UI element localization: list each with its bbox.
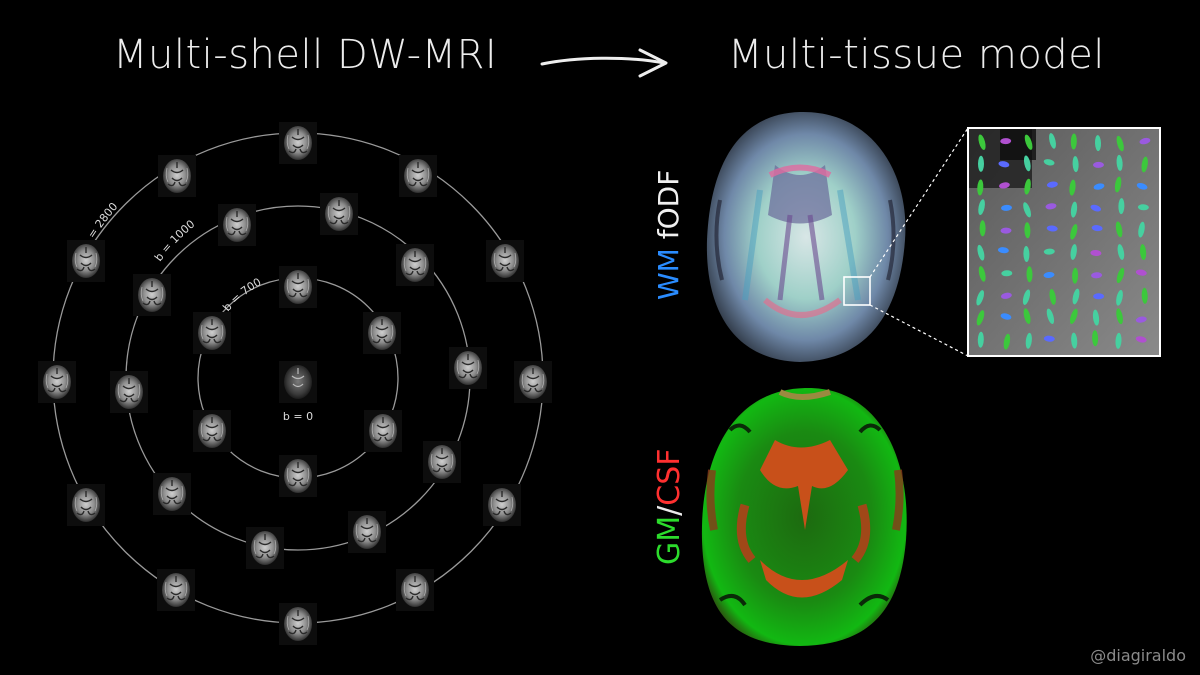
fodf-glyph: [1140, 244, 1147, 261]
fodf-glyph: [1072, 156, 1079, 173]
fodf-glyph: [1023, 246, 1030, 262]
title-multi-tissue: Multi-tissue model: [728, 32, 1105, 78]
watermark: @diagiraldo: [1090, 646, 1186, 665]
fodf-glyph: [1093, 183, 1105, 190]
fodf-glyph: [1024, 178, 1031, 195]
shell-label-0: b = 0: [283, 410, 313, 423]
fodf-glyph: [1000, 292, 1012, 299]
fodf-glyph: [976, 290, 985, 306]
fodf-glyph: [1046, 181, 1058, 188]
fodf-glyph: [1072, 288, 1080, 305]
fodf-glyph: [979, 220, 986, 237]
fodf-glyph: [1091, 225, 1103, 232]
fodf-glyph: [1090, 249, 1102, 257]
fodf-glyph: [1023, 155, 1031, 172]
fodf-zoom-inset: [967, 127, 1161, 357]
shell-diagram: b = 2800 b = 1000 b = 700 b = 0: [37, 121, 553, 646]
fodf-glyph: [1023, 202, 1032, 218]
fodf-glyph: [1116, 267, 1125, 284]
fodf-glyph: [1001, 204, 1012, 211]
fodf-glyph: [1045, 203, 1057, 210]
fodf-glyph: [1135, 316, 1147, 323]
fodf-glyph: [1003, 333, 1011, 350]
fodf-glyph: [978, 134, 986, 150]
fodf-glyph: [1025, 332, 1032, 349]
fodf-glyph: [1043, 248, 1055, 255]
fodf-glyph: [1116, 308, 1123, 325]
fodf-glyph: [1141, 287, 1148, 304]
fodf-glyph: [1024, 134, 1033, 150]
fodf-glyph: [1135, 336, 1147, 343]
gm-csf-brain: [701, 387, 907, 646]
fodf-glyph: [1091, 272, 1103, 279]
fodf-glyph: [976, 310, 985, 326]
gm-text: GM: [652, 515, 687, 565]
fodf-glyph: [1000, 227, 1012, 234]
fodf-glyph: [1090, 204, 1102, 212]
fodf-glyph: [1092, 330, 1099, 347]
fodf-glyph: [1092, 309, 1100, 326]
fodf-glyph: [1024, 222, 1031, 239]
fodf-glyph: [1026, 266, 1033, 283]
csf-text: CSF: [652, 448, 687, 506]
fodf-glyph: [1070, 244, 1077, 260]
slash-text: /: [652, 505, 687, 516]
fodf-glyph: [1072, 267, 1079, 284]
fodf-glyph: [1043, 271, 1055, 279]
fodf-glyph: [1000, 138, 1012, 145]
fodf-glyphs: [976, 133, 1151, 350]
fodf-glyph: [1070, 201, 1078, 218]
fodf-glyph: [1139, 137, 1151, 145]
fodf-glyph: [1141, 156, 1148, 173]
fodf-glyph: [1118, 198, 1125, 215]
fodf-glyph: [977, 331, 984, 348]
fodf-glyph: [977, 179, 984, 196]
fodf-glyph: [1117, 244, 1125, 260]
fodf-glyph: [1137, 204, 1149, 211]
fodf-glyph: [1136, 182, 1148, 190]
fodf-glyph: [1093, 161, 1104, 168]
fodf-glyph: [1115, 332, 1122, 349]
fodf-glyph: [1049, 288, 1056, 305]
fodf-glyph: [1071, 332, 1078, 349]
fodf-glyph: [1069, 308, 1078, 324]
fodf-glyph: [1022, 289, 1031, 305]
fodf-glyph: [998, 161, 1010, 168]
fodf-glyph: [1043, 335, 1055, 342]
wm-fodf-brain: [706, 111, 906, 363]
fodf-glyph: [1070, 224, 1078, 240]
fodf-glyph: [998, 182, 1010, 189]
gm-csf-label: GM/CSF: [652, 449, 687, 566]
fodf-glyph: [977, 244, 985, 261]
fodf-glyph: [1000, 313, 1012, 320]
fodf-glyph: [1043, 159, 1055, 166]
fodf-glyph: [1049, 133, 1056, 149]
arrow-icon: [540, 48, 668, 78]
fodf-glyph: [1114, 176, 1122, 193]
fodf-glyph: [1093, 293, 1105, 300]
fodf-glyph: [1046, 225, 1058, 232]
fodf-glyph: [1069, 179, 1076, 196]
fodf-glyph: [1116, 289, 1123, 306]
fodf-glyph: [1094, 135, 1102, 152]
fodf-glyph: [978, 266, 986, 282]
fodf-glyph: [1115, 221, 1123, 238]
fodf-glyph: [997, 247, 1009, 254]
fodf-glyph: [977, 155, 985, 172]
fodf-glyph: [1138, 221, 1145, 238]
title-multi-shell: Multi-shell DW-MRI: [113, 32, 498, 78]
fodf-glyph: [1070, 133, 1077, 150]
fodf-glyph: [1116, 154, 1123, 171]
fodf-glyph: [1046, 308, 1055, 325]
fodf-glyph: [978, 199, 985, 215]
zoom-box: [843, 276, 871, 306]
fodf-glyph: [1116, 135, 1124, 152]
fodf-glyph: [1135, 269, 1147, 276]
fodf-glyph: [1023, 308, 1031, 324]
fodf-glyph: [1001, 270, 1013, 277]
